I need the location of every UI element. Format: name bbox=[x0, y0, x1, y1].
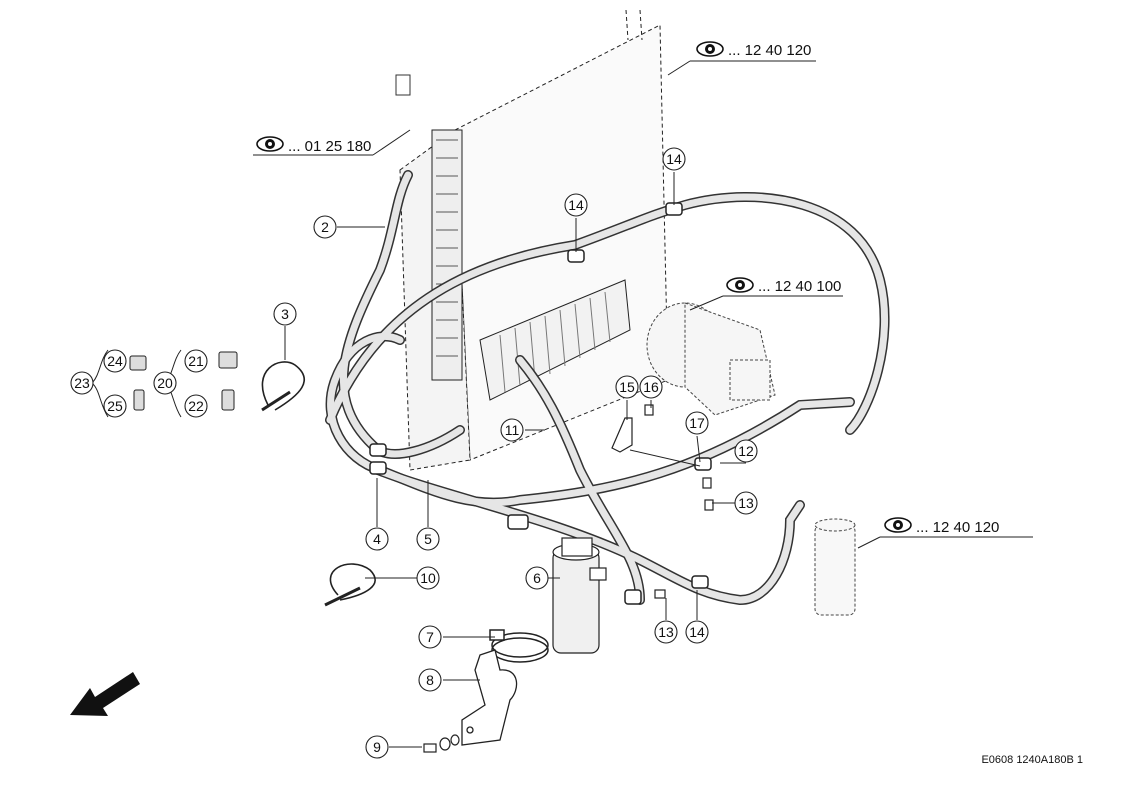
callout-14: 14 bbox=[666, 151, 682, 167]
callout-22: 22 bbox=[188, 398, 204, 414]
callout-14: 14 bbox=[689, 624, 705, 640]
dryer-clamp bbox=[489, 629, 549, 663]
callout-12: 12 bbox=[738, 443, 754, 459]
hoses bbox=[325, 170, 890, 606]
reference-dryer-text: ... 12 40 120 bbox=[916, 519, 999, 536]
callout-5: 5 bbox=[424, 531, 432, 547]
callout-24: 24 bbox=[107, 353, 123, 369]
callout-2: 2 bbox=[321, 219, 329, 235]
callout-17: 17 bbox=[689, 415, 705, 431]
callout-14: 14 bbox=[568, 197, 584, 213]
callout-8: 8 bbox=[426, 672, 434, 688]
eye-icon bbox=[884, 517, 912, 533]
callout-21: 21 bbox=[188, 353, 204, 369]
eye-icon bbox=[256, 136, 284, 152]
eye-icon bbox=[696, 41, 724, 57]
callout-13: 13 bbox=[738, 495, 754, 511]
receiver-dryer bbox=[552, 537, 607, 654]
callout-6: 6 bbox=[533, 570, 541, 586]
callout-15: 15 bbox=[619, 379, 635, 395]
reference-dryer: ... 12 40 120 bbox=[884, 517, 999, 536]
receiver-dryer-ghost bbox=[814, 518, 856, 616]
callout-7: 7 bbox=[426, 629, 434, 645]
bolt-washer bbox=[423, 734, 460, 753]
callout-25: 25 bbox=[107, 398, 123, 414]
reference-top: ... 12 40 120 bbox=[696, 41, 811, 59]
reference-left-text: ... 01 25 180 bbox=[288, 138, 371, 155]
reference-compressor-text: ... 12 40 100 bbox=[758, 278, 841, 295]
callout-16: 16 bbox=[643, 379, 659, 395]
callouts bbox=[70, 147, 758, 759]
callout-4: 4 bbox=[373, 531, 381, 547]
callout-10: 10 bbox=[420, 570, 436, 586]
cable-tie bbox=[261, 361, 376, 607]
eye-icon bbox=[726, 277, 754, 293]
drawing-code: E0608 1240A180B 1 bbox=[981, 754, 1083, 766]
callout-3: 3 bbox=[281, 306, 289, 322]
leader-lines bbox=[91, 60, 1033, 748]
valve-fittings bbox=[129, 351, 238, 411]
callout-9: 9 bbox=[373, 739, 381, 755]
hose-clips bbox=[369, 202, 712, 605]
reference-compressor: ... 12 40 100 bbox=[726, 277, 841, 295]
callout-11: 11 bbox=[505, 422, 520, 438]
callout-23: 23 bbox=[74, 375, 90, 391]
callout-20: 20 bbox=[157, 375, 173, 391]
arrow-icon bbox=[70, 672, 140, 716]
dryer-bracket bbox=[461, 649, 518, 746]
reference-top-text: ... 12 40 120 bbox=[728, 42, 811, 59]
reference-left: ... 01 25 180 bbox=[256, 136, 371, 155]
callout-13: 13 bbox=[658, 624, 674, 640]
compressor bbox=[646, 302, 776, 416]
pipe-bracket bbox=[611, 404, 714, 599]
